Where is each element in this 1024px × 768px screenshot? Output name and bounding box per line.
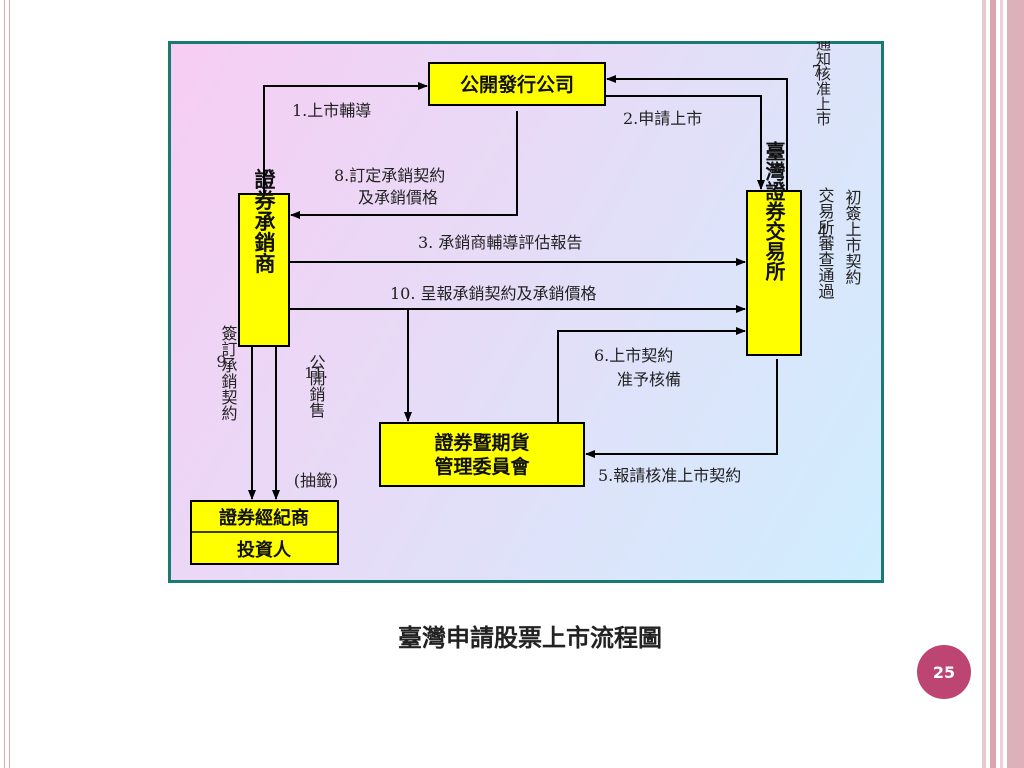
node-fsc-label-2: 管理委員會 [434,455,530,478]
page-number-badge: 25 [917,645,971,699]
label-6a: 6.上市契約 [594,346,673,365]
right-stripe-1 [982,0,986,768]
label-8a: 8.訂定承銷契約 [334,166,445,185]
label-3: 3. 承銷商輔導評估報告 [418,233,582,252]
node-investor-label: 投資人 [237,539,292,561]
label-7b: 通知核准上市 [814,41,832,126]
slide-caption: 臺灣申請股票上市流程圖 [398,624,662,652]
label-6b: 准予核備 [617,370,681,389]
node-issuer-label: 公開發行公司 [460,73,574,96]
label-4a: 4. [817,222,832,241]
left-margin-rule-2 [9,0,10,768]
node-exchange: 臺灣證券交易所 [746,141,802,356]
arrow-8 [290,111,518,219]
node-underwriter: 證券承銷商 [238,168,290,347]
arrow-7 [606,75,788,191]
label-9a: 9. [216,352,231,371]
node-issuer: 公開發行公司 [428,62,606,106]
right-stripe-2 [990,0,996,768]
label-2: 2.申請上市 [623,109,702,128]
label-11c: (抽籤) [294,471,339,490]
label-11a: 11. [304,364,328,382]
label-4b: 交易所審查通過 [816,187,835,300]
label-4c: 初簽上市契約 [843,189,862,286]
flow-diagram: 公開發行公司 證券承銷商 臺灣證券交易所 證券暨期貨 管理委員會 證券經紀商 投… [190,41,862,565]
arrow-5 [585,359,778,458]
label-7a: 7. [812,62,826,80]
arrow-6 [557,327,746,423]
left-margin-rule [4,0,5,768]
right-stripe-4 [1007,0,1024,768]
label-11b: 公開銷售 [307,354,326,418]
label-10: 10. 呈報承銷契約及承銷價格 [390,284,597,303]
arrow-1 [263,82,428,194]
node-fsc-label-1: 證券暨期貨 [434,431,529,454]
label-8b: 及承銷價格 [358,188,438,207]
label-1: 1.上市輔導 [292,101,371,120]
label-5: 5.報請核准上市契約 [598,466,741,485]
node-exchange-label: 臺灣證券交易所 [762,141,786,282]
node-broker-investor: 證券經紀商 投資人 [190,500,339,565]
arrow-2 [605,95,765,190]
right-stripe-3 [1000,0,1003,768]
label-9b: 簽訂承銷契約 [219,325,238,422]
node-fsc: 證券暨期貨 管理委員會 [379,422,585,487]
node-broker-label: 證券經紀商 [219,507,309,529]
